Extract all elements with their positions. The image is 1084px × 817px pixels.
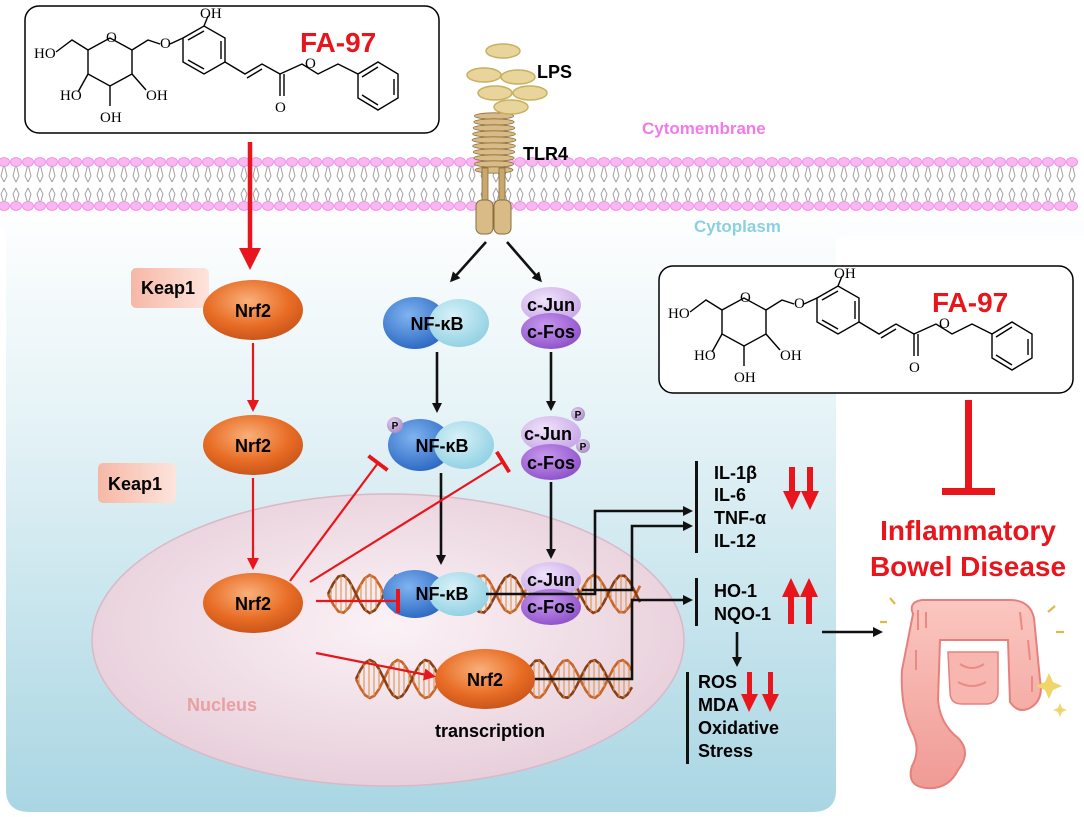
- phospho-cjun-1: [571, 407, 585, 421]
- nrf2-node-2: [203, 415, 303, 475]
- chem-ho-2: HO: [60, 88, 82, 104]
- oxidative-mda: MDA: [698, 695, 739, 715]
- tlr4-label: TLR4: [523, 144, 568, 164]
- cytokine-il6: IL-6: [714, 485, 746, 505]
- colon-illustration: [880, 597, 1067, 790]
- cytokine-bracket: [695, 461, 698, 553]
- chem-ho-4: HO: [694, 348, 716, 364]
- keap1-label-2: Keap1: [108, 474, 162, 494]
- chem-oh-2: OH: [146, 88, 168, 104]
- fa97-structure-top: OH O O HO HO OH OH O O FA-97: [24, 5, 440, 134]
- chem-o-ester-2: O: [939, 316, 950, 332]
- nrf2-node-dna: [435, 649, 535, 709]
- activation-arrows: [432, 241, 883, 681]
- increase-arrows-antioxidant: [782, 578, 818, 624]
- phospho-cjun-label-2: P: [580, 442, 587, 453]
- chem-o-link-1: O: [160, 36, 171, 52]
- nrf2-node-1: [203, 280, 303, 340]
- chem-o-carbonyl-1: O: [275, 100, 286, 116]
- nrf2-node-3: [203, 573, 303, 633]
- phospho-nfkb: [387, 417, 403, 433]
- decrease-arrows-cytokines: [783, 467, 819, 510]
- chem-o-carbonyl-2: O: [909, 360, 920, 376]
- nrf2-label-3: Nrf2: [235, 594, 271, 614]
- oxidative-ros: ROS: [698, 672, 737, 692]
- chem-ho-1: HO: [34, 46, 56, 62]
- nrf2-inhibition-lines: [289, 450, 512, 613]
- chem-oh-6: OH: [734, 370, 756, 386]
- disease-title-line1: Inflammatory: [880, 515, 1056, 546]
- phospho-nfkb-label: P: [392, 421, 399, 432]
- phospho-cjun-label-1: P: [575, 410, 582, 421]
- chem-oh-4: OH: [834, 266, 856, 282]
- fa97-inhibition: [942, 400, 995, 495]
- chem-oh-5: OH: [780, 348, 802, 364]
- cfos-label-1: c-Fos: [527, 322, 575, 342]
- ap1-complex-3: [521, 562, 581, 625]
- antioxidant-bracket: [695, 578, 698, 626]
- ap1-complex-2: [521, 416, 581, 480]
- cfos-label-3: c-Fos: [527, 597, 575, 617]
- chem-o-ester-1: O: [305, 56, 316, 72]
- chem-oh-3: OH: [100, 110, 122, 126]
- cfos-label-2: c-Fos: [527, 453, 575, 473]
- nrf2-label-2: Nrf2: [235, 436, 271, 456]
- chem-ho-3: HO: [668, 306, 690, 322]
- keap1-badge-1: [131, 268, 209, 308]
- keap1-badge-2: [98, 463, 176, 503]
- cytokine-il1b: IL-1β: [714, 463, 757, 483]
- nrf2-label-1: Nrf2: [235, 301, 271, 321]
- cytomembrane-label: Cytomembrane: [642, 119, 766, 138]
- chem-o-ring-2: O: [740, 290, 751, 306]
- fa97-title-top: FA-97: [300, 27, 376, 58]
- fa97-title-right: FA-97: [932, 287, 1008, 318]
- oxidative-word: Oxidative: [698, 718, 779, 738]
- keap1-label-1: Keap1: [141, 278, 195, 298]
- phospho-cjun-2: [576, 439, 590, 453]
- cjun-label-2: c-Jun: [524, 424, 572, 444]
- disease-title-line2: Bowel Disease: [870, 551, 1066, 582]
- tlr4-receptor: [471, 112, 517, 235]
- chem-oh-1: OH: [200, 6, 222, 22]
- antioxidant-nqo1: NQO-1: [714, 604, 771, 624]
- lps-label: LPS: [537, 62, 572, 82]
- nfkb-complex-1: [383, 297, 489, 349]
- nfkb-label-2: NF-κB: [415, 436, 468, 456]
- nfkb-complex-2: [388, 419, 494, 471]
- transcription-label: transcription: [435, 721, 545, 741]
- cjun-label-1: c-Jun: [527, 295, 575, 315]
- chem-o-ring-1: O: [106, 30, 117, 46]
- cytokine-il12: IL-12: [714, 531, 756, 551]
- antioxidant-ho1: HO-1: [714, 581, 757, 601]
- nrf2-arrows: [239, 142, 436, 681]
- cytoplasm-label: Cytoplasm: [694, 217, 781, 236]
- oxidative-bracket: [686, 672, 689, 764]
- cytokine-tnfa: TNF-α: [714, 508, 766, 528]
- nrf2-label-dna: Nrf2: [467, 670, 503, 690]
- oxidative-stress: Stress: [698, 741, 753, 761]
- lps-molecules: [466, 43, 548, 115]
- nfkb-label-1: NF-κB: [410, 314, 463, 334]
- chem-o-link-2: O: [794, 296, 805, 312]
- fa97-structure-right: OH O O HO HO OH OH O O FA-97: [658, 265, 1074, 394]
- nucleus-label: Nucleus: [187, 695, 257, 715]
- ap1-complex-1: [521, 287, 581, 349]
- cell-membrane: [0, 154, 1084, 211]
- cjun-label-3: c-Jun: [527, 570, 575, 590]
- decrease-arrows-ros: [741, 672, 779, 712]
- nfkb-label-3: NF-κB: [415, 584, 468, 604]
